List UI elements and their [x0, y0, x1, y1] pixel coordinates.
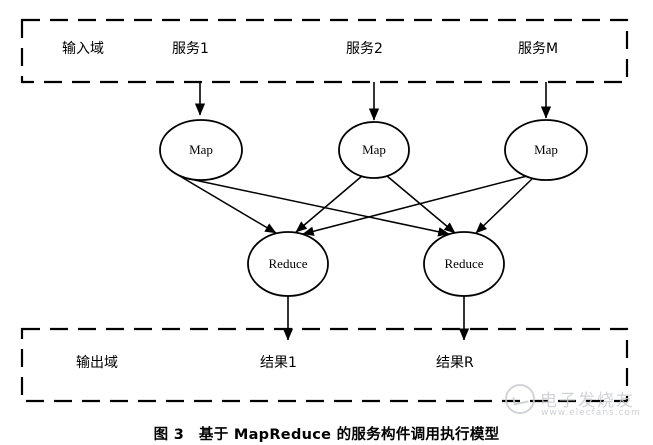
- reduce-label-2: Reduce: [444, 256, 484, 271]
- map-node-1: [159, 119, 243, 181]
- output-domain-label: 输出域: [76, 355, 118, 371]
- service-to-map-arrows: [194, 82, 552, 121]
- service-label-2: 服务2: [346, 41, 383, 57]
- map-node-3: [504, 119, 588, 181]
- result-label-2: 结果R: [436, 355, 474, 371]
- watermark-logo-icon: [505, 384, 535, 414]
- output-domain-box: [20, 327, 629, 403]
- map-node-2: [338, 121, 410, 179]
- input-domain-label: 输入域: [62, 41, 104, 57]
- reduce-to-result-arrows: [282, 296, 470, 341]
- result-label-1: 结果1: [260, 355, 297, 371]
- input-domain-box: [20, 18, 629, 84]
- figure-caption: 图 3 基于 MapReduce 的服务构件调用执行模型: [153, 427, 500, 443]
- map-label-1: Map: [189, 142, 213, 157]
- service-label-1: 服务1: [172, 41, 209, 57]
- map-to-reduce-edges: [177, 174, 534, 237]
- map-label-3: Map: [534, 142, 558, 157]
- reduce-label-1: Reduce: [268, 256, 308, 271]
- map-label-2: Map: [362, 142, 386, 157]
- service-label-3: 服务M: [518, 41, 559, 57]
